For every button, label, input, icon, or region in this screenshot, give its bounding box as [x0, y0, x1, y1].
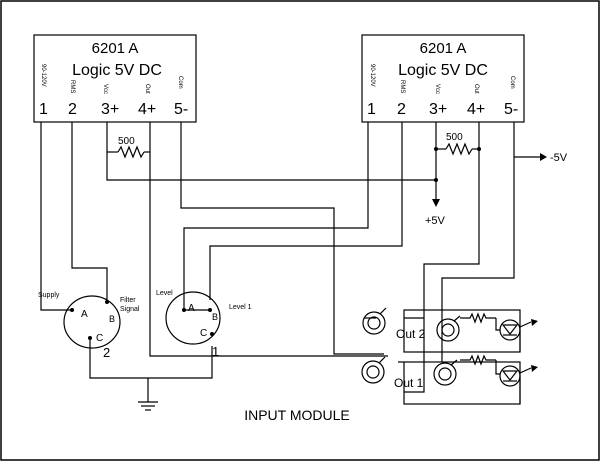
supply-minus-label: -5V	[550, 152, 568, 164]
module-left-pin4-small: Out	[144, 84, 150, 94]
module-right-subtitle: Logic 5V DC	[398, 62, 488, 79]
connector-2-c: C	[96, 333, 103, 344]
connector-2-supply-label: Supply	[38, 292, 60, 299]
module-left-pin2: 2	[68, 101, 77, 118]
module-left-name: 6201 A	[92, 40, 139, 57]
module-right-pin3-small: Vcc	[434, 84, 440, 94]
module-right-pin5-small: Com	[509, 76, 515, 89]
led-indicators	[499, 319, 538, 404]
connector-2-a: A	[81, 309, 88, 320]
module-right-pin5: 5-	[504, 101, 518, 118]
module-right-pin4-small: Out	[473, 84, 479, 94]
module-right-pin1: 1	[367, 101, 376, 118]
connector-1-level1-label: Level 1	[229, 304, 252, 311]
module-left-pin3: 3+	[101, 101, 119, 118]
module-left-pin5-small: Com	[177, 76, 183, 89]
connector-2-number: 2	[103, 345, 110, 360]
caption: INPUT MODULE	[244, 407, 350, 423]
module-left-pin3-small: Vcc	[102, 84, 108, 94]
module-right-pin3: 3+	[429, 101, 447, 118]
module-right-pin2-small: RMS	[399, 80, 405, 93]
module-left-subtitle: Logic 5V DC	[72, 62, 162, 79]
module-right-pin4: 4+	[467, 101, 485, 118]
connector-2-filter-label: Filter Signal	[120, 297, 140, 313]
connector-1-a: A	[188, 303, 195, 314]
connector-2: Supply Filter Signal A B C 2	[38, 292, 140, 360]
module-left-pin1-small: 90-120V	[40, 64, 46, 87]
module-right-name: 6201 A	[420, 40, 467, 57]
module-right-pin2: 2	[397, 101, 406, 118]
module-right-pin1-small: 90-120V	[369, 64, 375, 87]
resistor-left-label: 500	[118, 136, 135, 147]
module-left: 6201 A Logic 5V DC 90-120V RMS Vcc Out C…	[33, 34, 197, 123]
resistor-right-label: 500	[446, 132, 463, 143]
connector-1-b: B	[212, 312, 218, 322]
connector-2-b: B	[109, 314, 115, 324]
connector-1-c: C	[200, 328, 207, 339]
module-right: 6201 A Logic 5V DC 90-120V RMS Vcc Out C…	[361, 34, 525, 123]
connector-1: Level Level 1 A B C 1	[156, 290, 252, 359]
module-left-pin5: 5-	[174, 101, 188, 118]
module-left-pin4: 4+	[138, 101, 156, 118]
connector-1-level-label: Level	[156, 290, 173, 297]
output-jacks: Out 2 Out 1	[361, 307, 461, 390]
supply-plus-label: +5V	[425, 215, 446, 227]
connector-1-number: 1	[212, 344, 219, 359]
out-2-label: Out 2	[396, 327, 426, 341]
module-left-pin1: 1	[39, 101, 48, 118]
module-left-pin2-small: RMS	[69, 80, 75, 93]
out-1-label: Out 1	[394, 376, 424, 390]
